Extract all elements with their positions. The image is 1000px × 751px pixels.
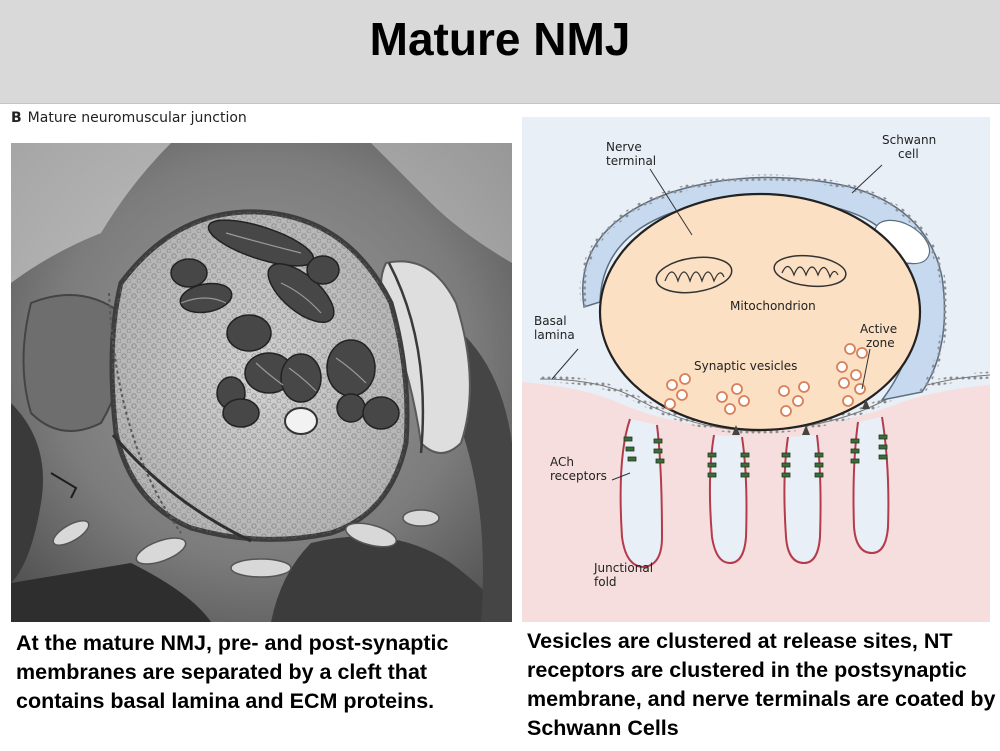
label-junctional-fold-2: fold (594, 575, 617, 589)
label-synaptic-vesicles: Synaptic vesicles (694, 359, 797, 373)
label-schwann-cell-2: cell (898, 147, 919, 161)
panel-letter: B (11, 110, 22, 126)
active-zones (732, 399, 870, 435)
label-mitochondrion: Mitochondrion (730, 299, 816, 313)
label-leader-lines (551, 164, 883, 481)
label-active-zone-2: zone (866, 336, 895, 350)
label-basal-lamina-2: lamina (534, 328, 575, 342)
label-nerve-terminal-2: terminal (606, 154, 656, 168)
nmj-diagram: Nerve terminal Schwann cell Mitochondrio… (522, 117, 990, 622)
junctional-folds (619, 416, 890, 569)
caption-right: Vesicles are clustered at release sites,… (527, 629, 996, 740)
ach-receptors (623, 434, 888, 478)
panel-title: Mature neuromuscular junction (27, 110, 247, 126)
mitochondria (655, 254, 847, 294)
caption-left: At the mature NMJ, pre- and post-synapti… (16, 631, 449, 713)
label-active-zone-1: Active (860, 322, 897, 336)
label-ach-receptors-1: ACh (550, 455, 574, 469)
label-junctional-fold-1: Junctional (593, 561, 653, 575)
slide-title: Mature NMJ (369, 13, 631, 65)
electron-micrograph (11, 143, 512, 622)
label-nerve-terminal-1: Nerve (606, 140, 642, 154)
figure-panel-label: B Mature neuromuscular junction (11, 110, 247, 126)
label-schwann-cell-1: Schwann (882, 133, 936, 147)
label-ach-receptors-2: receptors (550, 469, 607, 483)
label-basal-lamina-1: Basal (534, 314, 567, 328)
title-bar: Mature NMJ (0, 0, 1000, 104)
synaptic-vesicles (664, 343, 868, 417)
